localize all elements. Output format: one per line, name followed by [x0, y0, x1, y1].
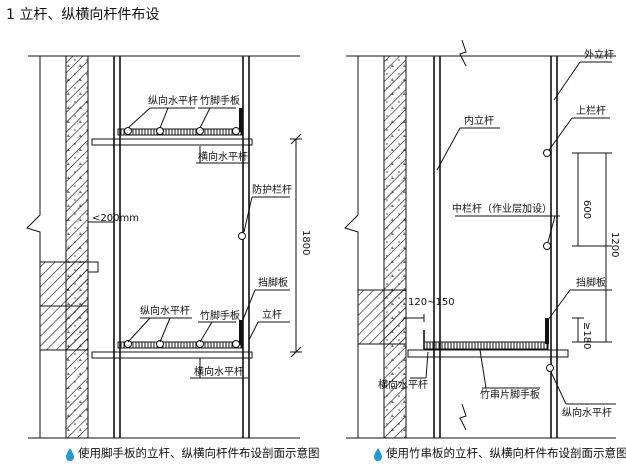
- dim-120-150-line: [405, 314, 425, 322]
- label-dim-180: ≥180: [581, 322, 592, 349]
- bamboo-board: [423, 341, 549, 350]
- leader-middle-rail: [455, 215, 560, 243]
- left-section-diagram: 纵向水平杆 竹脚手板 横向水平杆 防护栏杆 <200mm 1800 挡脚板 纵向…: [26, 55, 320, 461]
- label-board-top: 竹脚手板: [200, 94, 240, 107]
- leader-inner-upright: [436, 127, 500, 171]
- label-middle-rail: 中栏杆（作业层加设）: [452, 202, 552, 215]
- break-symbol-top: [459, 39, 467, 67]
- label-inner-upright: 内立杆: [464, 114, 494, 127]
- label-outer-upright: 外立杆: [584, 48, 614, 61]
- leader-board-bottom: [198, 321, 236, 343]
- leader-toe-board: [241, 289, 290, 323]
- label-long-bar-top: 纵向水平杆: [148, 94, 198, 107]
- leader-long-bar-right: [550, 371, 616, 405]
- droplet-icon: [374, 448, 382, 461]
- label-height: 1800: [300, 230, 311, 255]
- trans-bar-right: [407, 349, 569, 358]
- label-toe-board: 挡脚板: [258, 276, 288, 289]
- toe-board-bottom: [239, 320, 243, 345]
- leader-toe-board-right: [547, 289, 612, 321]
- long-bar-node: [124, 127, 132, 135]
- label-long-bar-bottom: 纵向水平杆: [140, 304, 190, 317]
- label-trans-bar-right: 横向水平杆: [378, 378, 428, 391]
- gap-dimension: [87, 218, 115, 226]
- right-caption: 使用竹串板的立杆、纵横向杆件布设剖面示意图: [386, 446, 626, 460]
- label-top-rail: 上栏杆: [576, 104, 606, 117]
- leader-top-rail: [548, 117, 610, 151]
- page-title: 1 立杆、纵横向杆件布设: [6, 7, 160, 23]
- label-toe-board-right: 挡脚板: [576, 276, 606, 289]
- label-trans-bar-bottom: 横向水平杆: [194, 365, 244, 378]
- leader-board-top: [198, 107, 236, 129]
- guard-rail-node: [238, 232, 246, 240]
- break-symbol-bottom: [459, 403, 467, 431]
- left-caption: 使用脚手板的立杆、纵横向杆件布设剖面示意图: [78, 446, 320, 460]
- label-dim-1200: 1200: [609, 232, 620, 257]
- leader-upright: [248, 321, 290, 341]
- leader-guard-rail: [243, 196, 290, 233]
- label-board-bottom: 竹脚手板: [200, 309, 240, 322]
- droplet-icon: [66, 448, 74, 461]
- label-long-bar-right: 纵向水平杆: [562, 406, 612, 419]
- building-break-line: [26, 56, 41, 438]
- label-dim-120-150: 120~150: [408, 297, 455, 308]
- label-dim-600: 600: [581, 200, 592, 219]
- trans-bar-top: [91, 138, 253, 146]
- label-guard-rail: 防护栏杆: [252, 183, 292, 196]
- top-rail-node: [543, 149, 551, 157]
- leader-long-bar-bottom: [127, 317, 192, 343]
- board-top: [117, 128, 243, 136]
- toe-board-top: [239, 108, 243, 132]
- board-bottom: [117, 341, 243, 349]
- label-bamboo-board: 竹串片脚手板: [480, 388, 540, 401]
- label-gap: <200mm: [92, 213, 139, 224]
- leader-trans-bar-bottom: [190, 358, 248, 379]
- middle-rail-node: [543, 242, 551, 250]
- leader-trans-bar-right: [410, 351, 429, 379]
- leader-long-bar-top: [127, 107, 195, 129]
- trans-bar-bottom: [91, 351, 253, 359]
- leader-outer-upright: [553, 61, 612, 101]
- toe-board-right: [545, 318, 549, 344]
- floor-slab-right: [357, 289, 407, 345]
- label-trans-bar-top: 横向水平杆: [198, 150, 248, 163]
- right-section-diagram: 外立杆 内立杆 上栏杆 中栏杆（作业层加设） 600 1200 挡脚板 120~…: [344, 39, 626, 461]
- floor-slab-bottom: [39, 305, 89, 351]
- building-break-line-right: [344, 56, 359, 438]
- long-bar-node-right: [546, 364, 554, 372]
- label-upright: 立杆: [262, 308, 282, 321]
- leader-bamboo-board: [479, 349, 540, 389]
- floor-slab-top: [39, 261, 89, 307]
- leader-trans-bar-top: [196, 146, 248, 164]
